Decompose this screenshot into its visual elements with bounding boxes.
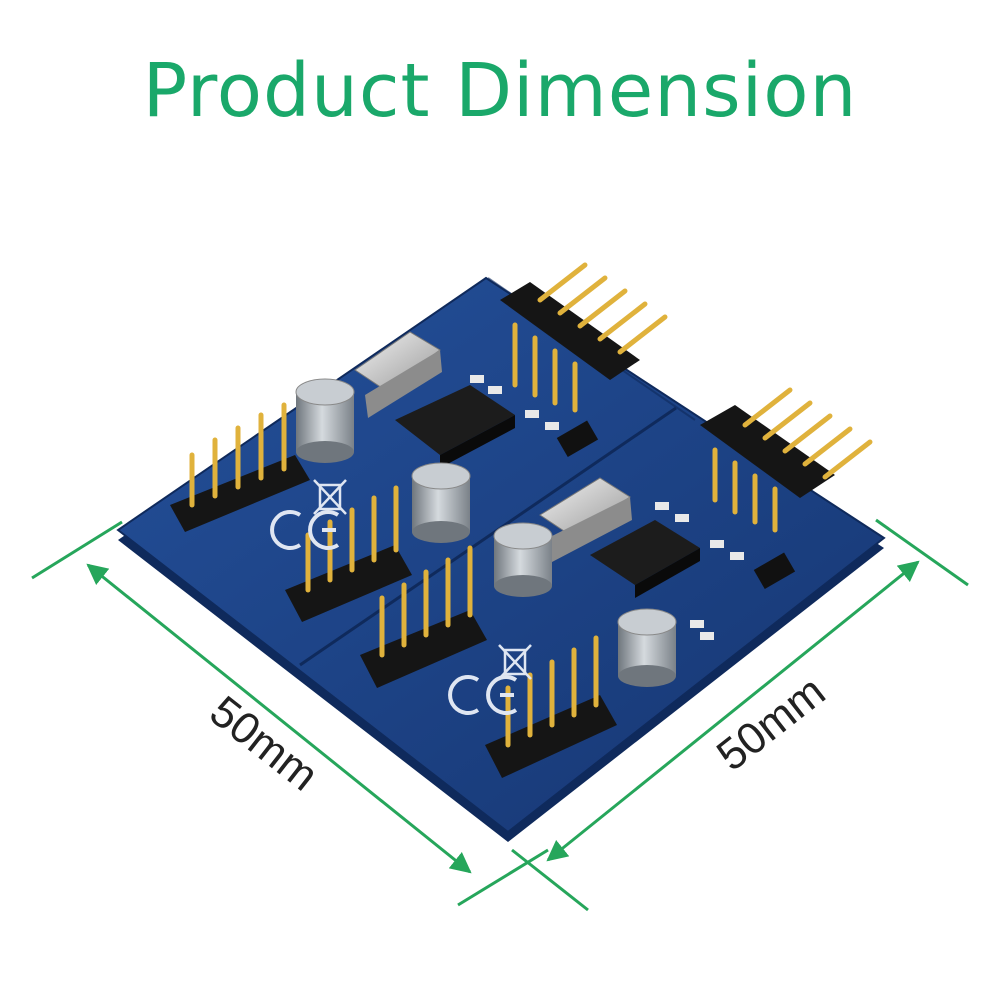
crystal-oscillator (354, 331, 442, 418)
ic-chip (395, 385, 515, 468)
page-title: Product Dimension (142, 48, 858, 134)
pin-header-j3 (700, 387, 873, 533)
electrolytic-capacitor (411, 462, 471, 543)
electrolytic-capacitor (617, 608, 677, 687)
electrolytic-capacitor (295, 378, 355, 463)
dimension-line-left (31, 520, 549, 907)
weee-bin-icon (313, 479, 532, 680)
dimension-label-right: 50mm (708, 667, 835, 781)
pin-header-j3 (500, 262, 668, 413)
electrolytic-capacitor (493, 522, 553, 597)
crystal-oscillator (539, 477, 632, 562)
dimension-line-right (511, 518, 969, 912)
pin-header-j2 (170, 402, 310, 532)
